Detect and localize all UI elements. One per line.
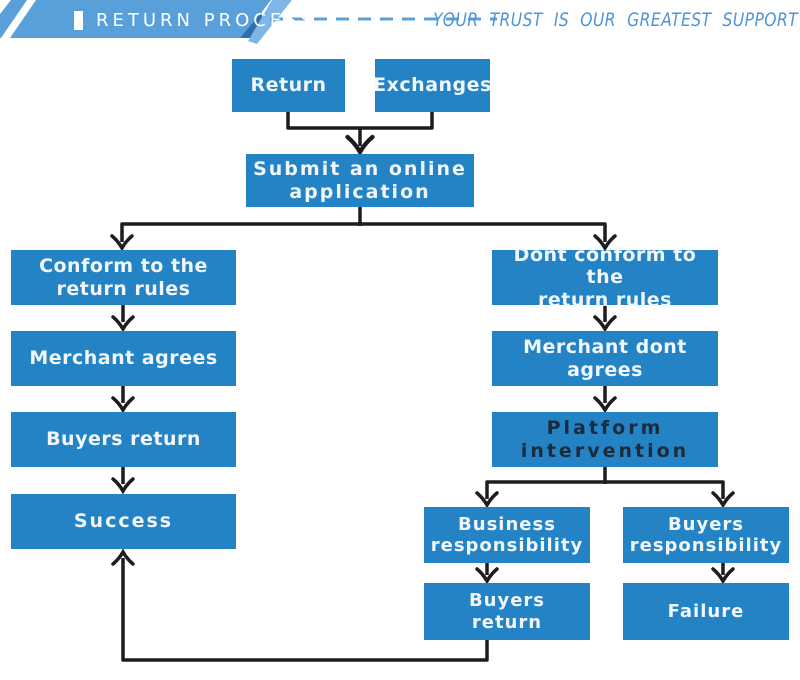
flow-node-label: Buyers return [46, 428, 201, 451]
flow-node-label: Success [73, 510, 174, 533]
flow-node-label: Dont conform to the return rules [513, 243, 697, 311]
page-header: RETURN PROCESS YOUR TRUST IS OUR GREATES… [0, 0, 800, 46]
flow-node-success: Success [11, 494, 236, 549]
banner-white-stripe [1, 0, 36, 38]
page-title: RETURN PROCESS [96, 10, 317, 31]
banner-shape [0, 0, 271, 38]
flow-node-merchant-dont-agrees: Merchant dont agrees [492, 331, 718, 386]
flow-node-label: Buyers responsibility [629, 513, 783, 556]
flow-node-label: Platform intervention [520, 417, 690, 462]
flow-node-label: Submit an online application [253, 158, 467, 203]
flow-node-business-responsibility: Business responsibility [424, 507, 590, 563]
flow-node-failure: Failure [623, 583, 789, 640]
flow-node-label: Buyers return [468, 590, 546, 633]
flow-node-label: Business responsibility [430, 513, 584, 556]
title-bar-icon [74, 11, 83, 30]
flow-node-label: Failure [667, 600, 745, 622]
flow-node-merchant-agrees: Merchant agrees [11, 331, 236, 386]
flow-node-label: Conform to the return rules [39, 255, 208, 300]
flow-node-label: Merchant agrees [29, 347, 218, 370]
flow-node-buyers-return-2: Buyers return [424, 583, 590, 640]
flow-node-buyers-responsibility: Buyers responsibility [623, 507, 789, 563]
header-title-block: RETURN PROCESS [74, 10, 316, 31]
flow-node-platform-intervention: Platform intervention [492, 412, 718, 467]
flow-node-label: Return [250, 74, 327, 97]
banner-ribbon [0, 0, 497, 44]
flow-node-label: Exchanges [373, 74, 492, 97]
flow-node-return: Return [232, 59, 345, 112]
flow-node-exchanges: Exchanges [373, 59, 492, 112]
header-tagline: YOUR TRUST IS OUR GREATEST SUPPORT [433, 9, 798, 31]
flow-node-buyers-return: Buyers return [11, 412, 236, 467]
banner-tip-stripe [248, 0, 292, 44]
flow-node-submit-application: Submit an online application [246, 154, 474, 207]
flow-node-conform-rules: Conform to the return rules [11, 250, 236, 305]
flow-node-label: Merchant dont agrees [523, 336, 687, 381]
flow-node-dont-conform-rules: Dont conform to the return rules [492, 244, 718, 311]
